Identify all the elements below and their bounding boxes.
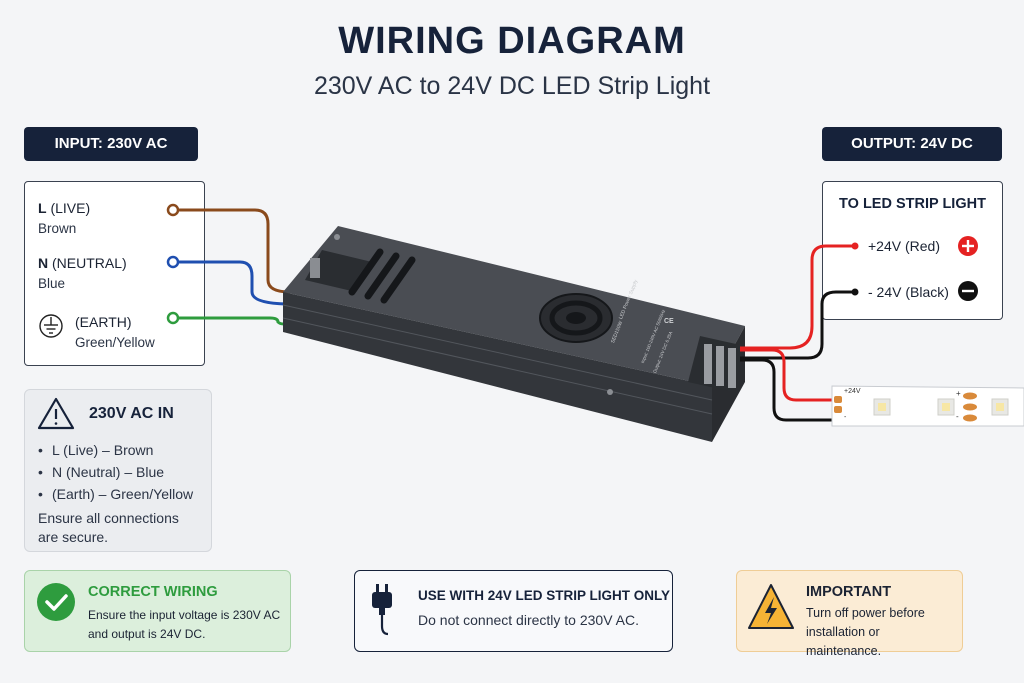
page-title: WIRING DIAGRAM	[338, 20, 686, 62]
power-supply-unit	[282, 226, 745, 442]
correct-wiring-text: Ensure the input voltage is 230V AC and …	[88, 608, 281, 641]
strip-negative-wire	[740, 358, 835, 422]
neutral-label: N (NEUTRAL)	[38, 255, 127, 271]
output-tag: OUTPUT: 24V DC	[822, 127, 1002, 161]
page-subtitle: 230V AC to 24V DC LED Strip Light	[313, 72, 711, 100]
strip-negative-label: -	[844, 414, 847, 421]
neutral-color-label: Blue	[38, 276, 66, 291]
strip-plus-mark: +	[956, 389, 961, 398]
earth-color-label: Green/Yellow	[75, 335, 155, 350]
important-text: Turn off power before installation or ma…	[806, 606, 925, 658]
negative-output-label: - 24V (Black)	[868, 284, 949, 300]
use-with-text: Do not connect directly to 230V AC.	[418, 612, 640, 628]
list-item: L (Live) – Brown	[38, 442, 193, 458]
strip-positive-label: +24V	[844, 388, 861, 395]
earth-label: (EARTH)	[75, 314, 132, 330]
output-box-title: TO LED STRIP LIGHT	[839, 196, 986, 212]
live-color-label: Brown	[38, 221, 77, 236]
ac-in-title: 230V AC IN	[89, 405, 174, 422]
positive-output-label: +24V (Red)	[868, 238, 940, 254]
live-label: L (LIVE)	[38, 200, 91, 216]
list-item: (Earth) – Green/Yellow	[38, 486, 193, 502]
ac-in-list: L (Live) – Brown N (Neutral) – Blue (Ear…	[38, 442, 193, 508]
use-with-card	[354, 570, 673, 652]
correct-wiring-title: CORRECT WIRING	[88, 584, 218, 600]
psu-marking-model: SED150W	[610, 320, 625, 345]
psu-marking-ce: CE	[664, 318, 674, 325]
psu-marking-brand: LED Power Supply	[618, 279, 640, 321]
strip-positive-wire	[740, 348, 835, 402]
important-title: IMPORTANT	[806, 584, 892, 600]
list-item: N (Neutral) – Blue	[38, 464, 193, 480]
use-with-title: USE WITH 24V LED STRIP LIGHT ONLY	[418, 588, 671, 603]
input-tag: INPUT: 230V AC	[24, 127, 198, 161]
ac-in-note: Ensure all connections are secure.	[38, 510, 179, 545]
strip-minus-mark: -	[956, 412, 959, 421]
